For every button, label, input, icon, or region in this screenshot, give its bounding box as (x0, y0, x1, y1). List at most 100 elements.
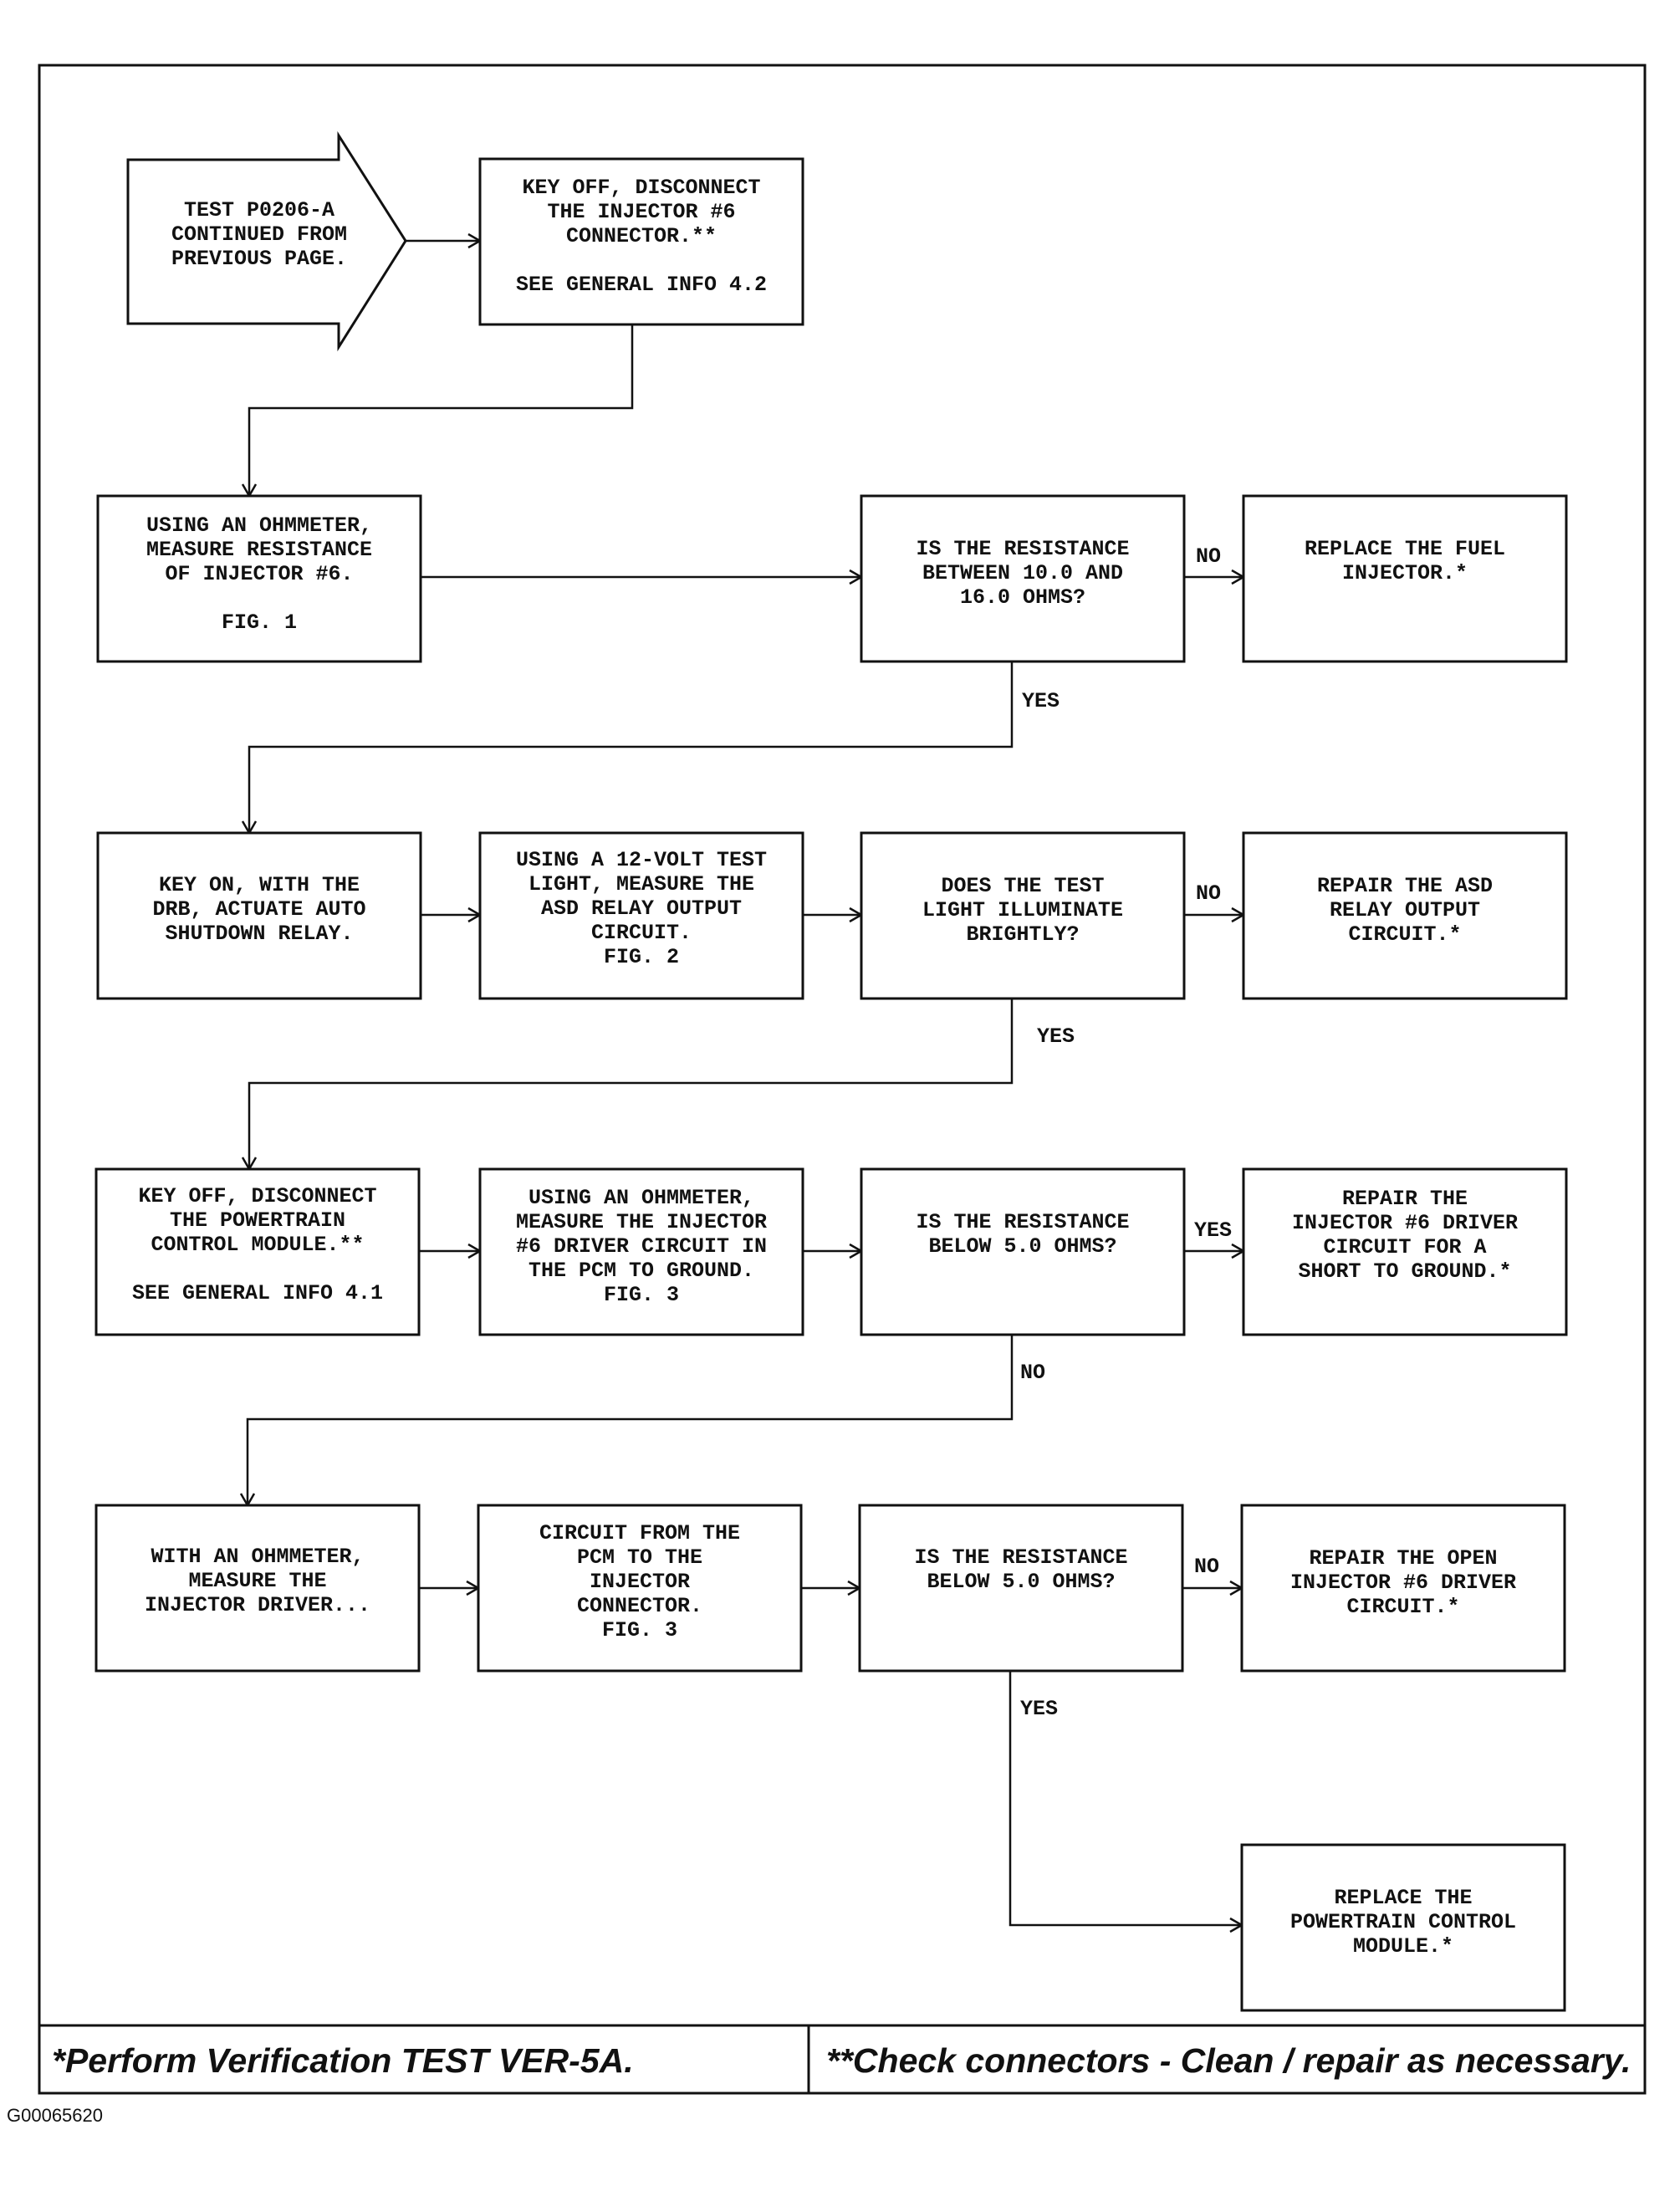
node-text-line: CIRCUIT.* (1346, 1595, 1459, 1619)
node-text-line: WITH AN OHMMETER, (151, 1545, 364, 1569)
node-text-line: TEST P0206-A (184, 198, 334, 222)
node-text-line: FIG. 2 (604, 945, 679, 969)
node-text-line: REPLACE THE FUEL (1305, 537, 1505, 561)
node-text-line: MEASURE THE INJECTOR (516, 1210, 767, 1234)
node-text-line: OF INJECTOR #6. (165, 562, 353, 586)
node-text-line: SEE GENERAL INFO 4.1 (132, 1281, 383, 1305)
node-text-line: DRB, ACTUATE AUTO (152, 897, 365, 922)
edge-label: YES (1020, 1697, 1058, 1721)
node-text-line: #6 DRIVER CIRCUIT IN (516, 1234, 767, 1259)
node-text-line: IS THE RESISTANCE (916, 537, 1129, 561)
node-text-line: INJECTOR DRIVER... (145, 1593, 370, 1617)
node-text-line: SEE GENERAL INFO 4.2 (516, 273, 767, 297)
node-text-line: REPAIR THE OPEN (1309, 1546, 1497, 1571)
connector-line (246, 1335, 1014, 1505)
node-measure-driver-ground-shape (478, 1167, 804, 1336)
node-text-line: IS THE RESISTANCE (916, 1210, 1129, 1234)
node-text-line: FIG. 3 (604, 1283, 679, 1307)
node-text-line: ASD RELAY OUTPUT (541, 896, 742, 921)
connector-line (248, 661, 1014, 833)
node-text-line: KEY ON, WITH THE (159, 873, 360, 897)
edge-label: NO (1196, 544, 1221, 569)
node-text-line: CONTINUED FROM (171, 222, 347, 247)
node-text-line: USING AN OHMMETER, (146, 513, 372, 538)
node-text-line: BELOW 5.0 OHMS? (928, 1234, 1116, 1259)
node-test-light-shape (478, 831, 804, 1000)
node-text-line: THE PCM TO GROUND. (529, 1259, 754, 1283)
node-text-line: RELAY OUTPUT (1330, 898, 1480, 922)
node-replace-pcm-shape (1240, 1843, 1566, 2012)
node-text-line: REPLACE THE (1334, 1886, 1472, 1910)
edge-label: YES (1037, 1024, 1075, 1049)
footer-left-note: *Perform Verification TEST VER-5A. (52, 2041, 634, 2080)
node-disconnect-injector-shape (478, 157, 804, 326)
node-actuate-asd-shape (96, 831, 422, 1000)
node-text-line: BETWEEN 10.0 AND (922, 561, 1123, 585)
page-frame (38, 64, 1647, 2095)
node-text-line: USING AN OHMMETER, (529, 1186, 754, 1210)
node-text-line: FIG. 1 (222, 610, 297, 635)
node-text-line: SHUTDOWN RELAY. (165, 922, 353, 946)
node-text-line: THE POWERTRAIN (170, 1208, 345, 1233)
node-text-line: POWERTRAIN CONTROL (1290, 1910, 1516, 1934)
node-q-resistance-range-shape (860, 494, 1186, 663)
node-q-light-shape (860, 831, 1186, 1000)
node-measure-injector-shape (96, 494, 422, 663)
node-text-line: KEY OFF, DISCONNECT (138, 1184, 376, 1208)
node-text-line: LIGHT, MEASURE THE (529, 872, 754, 896)
edge-label: NO (1020, 1361, 1045, 1385)
node-text-line: KEY OFF, DISCONNECT (522, 176, 760, 200)
node-text-line: THE INJECTOR #6 (547, 200, 735, 224)
node-text-line: LIGHT ILLUMINATE (922, 898, 1123, 922)
node-text-line: USING A 12-VOLT TEST (516, 848, 767, 872)
node-text-line: CIRCUIT. (591, 921, 692, 945)
node-text-line: REPAIR THE ASD (1317, 874, 1493, 898)
node-repair-asd-shape (1242, 831, 1568, 1000)
node-text-line: 16.0 OHMS? (960, 585, 1085, 610)
node-repair-short-shape (1242, 1167, 1568, 1336)
edge-label: YES (1194, 1218, 1232, 1243)
node-text-line: PREVIOUS PAGE. (171, 247, 347, 271)
connector-line (248, 324, 634, 496)
node-disconnect-pcm-shape (94, 1167, 421, 1336)
node-text-line: DOES THE TEST (941, 874, 1104, 898)
node-text-line: CONNECTOR. (577, 1594, 702, 1618)
node-text-line: CIRCUIT.* (1348, 922, 1461, 947)
node-q-below-5-a-shape (860, 1167, 1186, 1336)
image-code: G00065620 (7, 2105, 103, 2126)
node-repair-open-shape (1240, 1504, 1566, 1673)
node-text-line: BRIGHTLY? (966, 922, 1079, 947)
node-text-line: CIRCUIT FOR A (1323, 1235, 1486, 1259)
node-replace-injector-shape (1242, 494, 1568, 663)
node-start-shape (126, 130, 407, 352)
node-text-line: BELOW 5.0 OHMS? (927, 1570, 1115, 1594)
node-text-line: SHORT TO GROUND.* (1298, 1259, 1511, 1284)
node-text-line: REPAIR THE (1342, 1187, 1468, 1211)
node-text-line: CONNECTOR.** (566, 224, 717, 248)
node-measure-driver-shape (94, 1504, 421, 1673)
node-circuit-pcm-shape (477, 1504, 803, 1673)
node-text-line: IS THE RESISTANCE (914, 1545, 1127, 1570)
node-text-line: INJECTOR (590, 1570, 690, 1594)
node-text-line: PCM TO THE (577, 1545, 702, 1570)
node-q-below-5-b-shape (858, 1504, 1184, 1673)
node-text-line: MODULE.* (1353, 1934, 1453, 1959)
edge-label: NO (1196, 881, 1221, 906)
node-text-line: CONTROL MODULE.** (151, 1233, 364, 1257)
